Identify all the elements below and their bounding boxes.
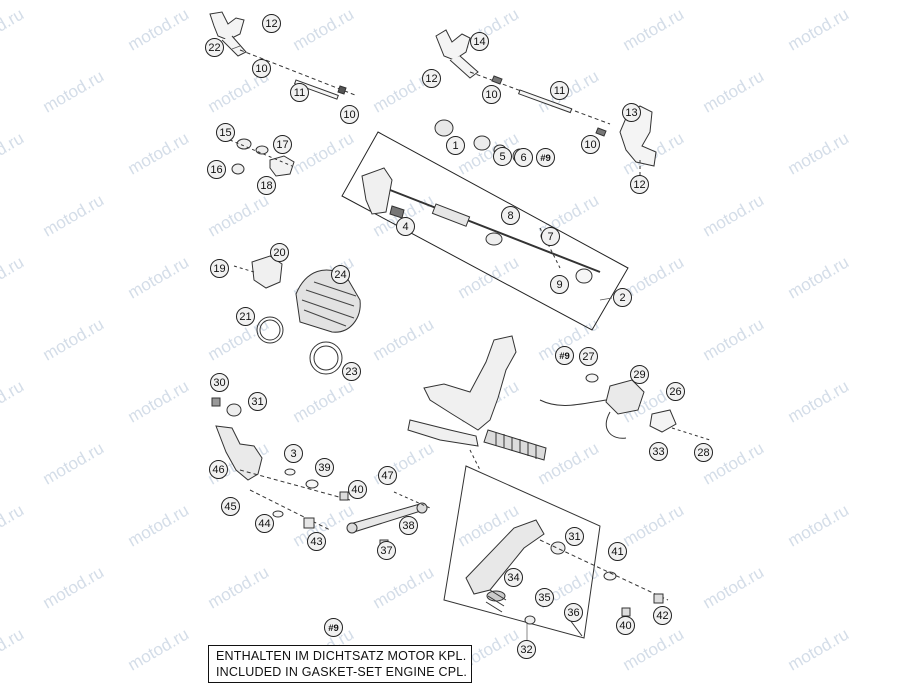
part-number-callout: 40 — [348, 480, 367, 499]
part-number-callout: 11 — [550, 81, 569, 100]
gear-sensor — [539, 373, 711, 441]
part-number-callout: 14 — [470, 32, 489, 51]
part-number-callout: 3 — [284, 444, 303, 463]
note-line-english: INCLUDED IN GASKET-SET ENGINE CPL. — [216, 665, 468, 679]
part-number-callout: 7 — [541, 227, 560, 246]
part-number-callout: 33 — [649, 442, 668, 461]
part-number-callout: 23 — [342, 362, 361, 381]
part-number-callout: 12 — [262, 14, 281, 33]
part-number-callout: 21 — [236, 307, 255, 326]
detent-parts — [229, 138, 295, 177]
part-number-callout: 37 — [377, 541, 396, 560]
part-number-callout: 10 — [581, 135, 600, 154]
part-number-callout: 30 — [210, 373, 229, 392]
reference-callout: #9 — [536, 148, 555, 167]
reference-callout: #9 — [324, 618, 343, 637]
part-number-callout: 36 — [564, 603, 583, 622]
part-number-callout: 39 — [315, 458, 334, 477]
part-number-callout: 12 — [422, 69, 441, 88]
part-number-callout: 10 — [252, 59, 271, 78]
part-number-callout: 22 — [205, 38, 224, 57]
part-number-callout: 16 — [207, 160, 226, 179]
part-number-callout: 2 — [613, 288, 632, 307]
part-number-callout: 32 — [517, 640, 536, 659]
part-number-callout: 5 — [493, 147, 512, 166]
part-number-callout: 4 — [396, 217, 415, 236]
part-number-callout: 28 — [694, 443, 713, 462]
part-number-callout: 1 — [446, 136, 465, 155]
part-number-callout: 31 — [248, 392, 267, 411]
part-number-callout: 10 — [482, 85, 501, 104]
part-number-callout: 38 — [399, 516, 418, 535]
part-number-callout: 10 — [340, 105, 359, 124]
note-line-german: ENTHALTEN IM DICHTSATZ MOTOR KPL. — [216, 649, 467, 663]
part-number-callout: 43 — [307, 532, 326, 551]
part-number-callout: 18 — [257, 176, 276, 195]
part-number-callout: 6 — [514, 148, 533, 167]
shift-fork-top-center — [435, 29, 611, 125]
shift-fork-top-left — [209, 11, 356, 100]
part-number-callout: 35 — [535, 588, 554, 607]
part-number-callout: 19 — [210, 259, 229, 278]
gasket-set-note: ENTHALTEN IM DICHTSATZ MOTOR KPL. INCLUD… — [208, 645, 472, 683]
part-number-callout: 47 — [378, 466, 397, 485]
part-number-callout: 41 — [608, 542, 627, 561]
part-number-callout: 45 — [221, 497, 240, 516]
part-number-callout: 31 — [565, 527, 584, 546]
part-number-callout: 27 — [579, 347, 598, 366]
part-number-callout: 34 — [504, 568, 523, 587]
part-number-callout: 44 — [255, 514, 274, 533]
part-number-callout: 13 — [622, 103, 641, 122]
shift-shaft-box — [341, 131, 629, 331]
part-number-callout: 9 — [550, 275, 569, 294]
part-number-callout: 42 — [653, 606, 672, 625]
part-number-callout: 40 — [616, 616, 635, 635]
shift-drum-and-boot — [233, 255, 361, 375]
leader-lines — [231, 45, 613, 640]
part-number-callout: 17 — [273, 135, 292, 154]
shift-lever-left — [211, 397, 351, 531]
reference-callout: #9 — [555, 346, 574, 365]
part-number-callout: 11 — [290, 83, 309, 102]
part-number-callout: 26 — [666, 382, 685, 401]
footrest-bracket — [407, 335, 547, 471]
shift-pedal-box — [443, 465, 669, 639]
part-number-callout: 24 — [331, 265, 350, 284]
part-number-callout: 15 — [216, 123, 235, 142]
part-number-callout: 12 — [630, 175, 649, 194]
part-number-callout: 29 — [630, 365, 649, 384]
part-number-callout: 20 — [270, 243, 289, 262]
shift-linkage-rod — [346, 491, 431, 549]
part-number-callout: 8 — [501, 206, 520, 225]
part-number-callout: 46 — [209, 460, 228, 479]
